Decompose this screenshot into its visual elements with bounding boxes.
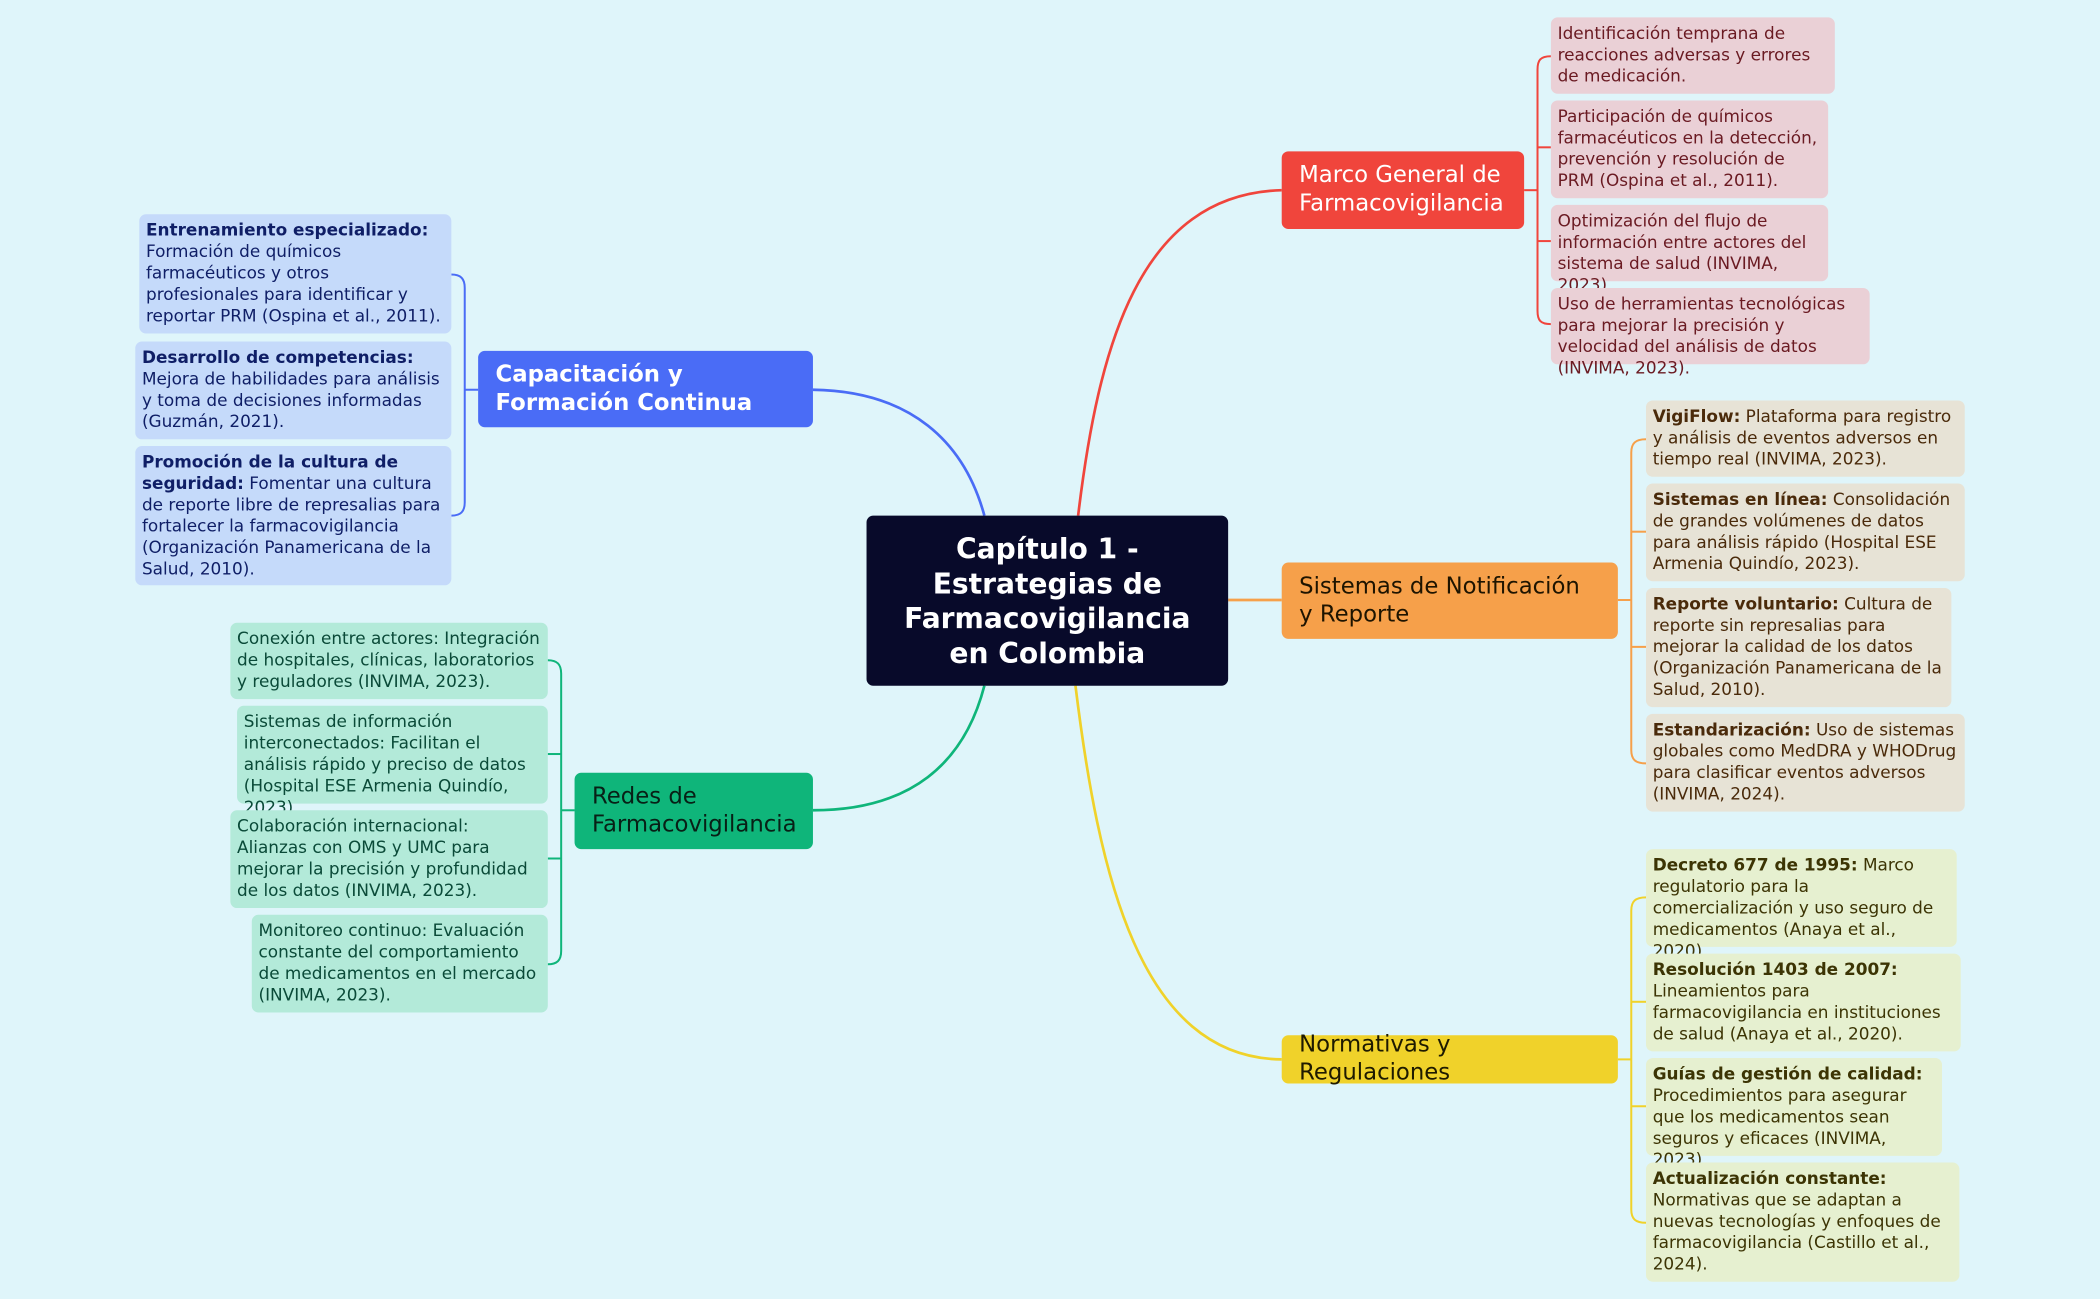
leaf-bold: Entrenamiento especializado: xyxy=(145,219,429,240)
leaf-redes-3[interactable]: Colaboración internacional: Alianzas con… xyxy=(230,810,548,909)
link-marco xyxy=(1076,188,1282,516)
bracket-normativas xyxy=(1617,896,1647,1224)
leaf-sistemas-2[interactable]: Sistemas en línea: Consolidación de gran… xyxy=(1645,483,1965,582)
leaf-marco-2[interactable]: Participación de químicos farmacéuticos … xyxy=(1550,100,1829,199)
leaf-text: Mejora de habilidades para análisis y to… xyxy=(141,368,440,432)
leaf-bold: Sistemas en línea: xyxy=(1652,488,1828,509)
bracket-sistemas xyxy=(1617,438,1647,765)
leaf-text: Formación de químicos farmacéuticos y ot… xyxy=(145,241,441,326)
leaf-text: Fomentar una cultura de reporte libre de… xyxy=(141,472,441,579)
leaf-text: Consolidación de grandes volúmenes de da… xyxy=(1652,488,1951,574)
leaf-marco-4[interactable]: Uso de herramientas tecnológicas para me… xyxy=(1550,287,1870,378)
bracket-capacitacion xyxy=(451,273,479,517)
topic-normativas[interactable]: Normativas y Regulaciones xyxy=(1281,1031,1618,1086)
leaf-text: Lineamientos para farmacovigilancia en i… xyxy=(1652,980,1941,1044)
leaf-text: Procedimientos para asegurar que los med… xyxy=(1652,1084,1907,1170)
leaf-redes-4[interactable]: Monitoreo continuo: Evaluación constante… xyxy=(251,914,548,1013)
leaf-text: Identificación temprana de reacciones ad… xyxy=(1557,22,1811,86)
leaf-text: Colaboración internacional: Alianzas con… xyxy=(237,815,528,901)
link-normativas xyxy=(1074,685,1282,1061)
leaf-sistemas-3[interactable]: Reporte voluntario: Cultura de reporte s… xyxy=(1645,587,1952,708)
topic-marco-general[interactable]: Marco General de Farmacovigilancia xyxy=(1281,151,1525,230)
leaf-sistemas-1[interactable]: VigiFlow: Plataforma para registro y aná… xyxy=(1645,400,1965,477)
leaf-bold: Decreto 677 de 1995: xyxy=(1652,854,1858,875)
topic-sistemas-notificacion[interactable]: Sistemas de Notificación y Reporte xyxy=(1281,562,1618,639)
leaf-capacitacion-1[interactable]: Entrenamiento especializado: Formación d… xyxy=(139,214,452,334)
leaf-bold: Reporte voluntario: xyxy=(1652,593,1839,614)
leaf-capacitacion-2[interactable]: Desarrollo de competencias: Mejora de ha… xyxy=(135,341,452,440)
leaf-text: Conexión entre actores: Integración de h… xyxy=(237,628,540,692)
leaf-bold: Guías de gestión de calidad: xyxy=(1652,1063,1923,1084)
leaf-normativas-3[interactable]: Guías de gestión de calidad: Procedimien… xyxy=(1645,1058,1942,1169)
leaf-text: Normativas que se adaptan a nuevas tecno… xyxy=(1652,1189,1941,1274)
leaf-bold: Estandarización: xyxy=(1652,719,1811,740)
leaf-capacitacion-3[interactable]: Promoción de la cultura de seguridad: Fo… xyxy=(135,445,452,586)
central-topic[interactable]: Capítulo 1 - Estrategias de Farmacovigil… xyxy=(866,515,1229,686)
leaf-text: Plataforma para registro y análisis de e… xyxy=(1652,405,1952,469)
link-redes xyxy=(812,685,986,812)
bracket-redes xyxy=(547,659,575,966)
topic-capacitacion[interactable]: Capacitación y Formación Continua xyxy=(478,350,813,428)
leaf-normativas-4[interactable]: Actualización constante: Normativas que … xyxy=(1645,1162,1960,1282)
leaf-text: Uso de herramientas tecnológicas para me… xyxy=(1557,293,1846,378)
leaf-redes-1[interactable]: Conexión entre actores: Integración de h… xyxy=(230,622,548,700)
leaf-bold: Resolución 1403 de 2007: xyxy=(1652,958,1898,980)
bracket-marco xyxy=(1524,55,1551,326)
leaf-text: Cultura de reporte sin represalias para … xyxy=(1652,593,1942,700)
leaf-normativas-1[interactable]: Decreto 677 de 1995: Marco regulatorio p… xyxy=(1645,849,1957,960)
leaf-bold: Desarrollo de competencias: xyxy=(141,346,414,367)
leaf-text: Optimización del flujo de información en… xyxy=(1557,210,1807,295)
leaf-marco-1[interactable]: Identificación temprana de reacciones ad… xyxy=(1550,17,1835,94)
link-capacitacion xyxy=(812,388,986,516)
topic-redes[interactable]: Redes de Farmacovigilancia xyxy=(574,772,813,850)
leaf-text: Marco regulatorio para la comercializaci… xyxy=(1652,854,1934,961)
leaf-normativas-2[interactable]: Resolución 1403 de 2007: Lineamientos pa… xyxy=(1645,953,1961,1052)
leaf-redes-2[interactable]: Sistemas de información interconectados:… xyxy=(237,705,548,817)
leaf-bold: Actualización constante: xyxy=(1652,1167,1887,1188)
leaf-sistemas-4[interactable]: Estandarización: Uso de sistemas globale… xyxy=(1645,713,1965,812)
leaf-text: Uso de sistemas globales como MedDRA y W… xyxy=(1652,719,1957,804)
leaf-marco-3[interactable]: Optimización del flujo de información en… xyxy=(1550,204,1829,295)
leaf-bold: VigiFlow: xyxy=(1652,405,1741,426)
leaf-text: Monitoreo continuo: Evaluación constante… xyxy=(258,920,537,1005)
leaf-text: Sistemas de información interconectados:… xyxy=(243,711,526,817)
leaf-bold: Promoción de la cultura de seguridad: xyxy=(141,451,399,493)
leaf-text: Participación de químicos farmacéuticos … xyxy=(1557,105,1818,191)
